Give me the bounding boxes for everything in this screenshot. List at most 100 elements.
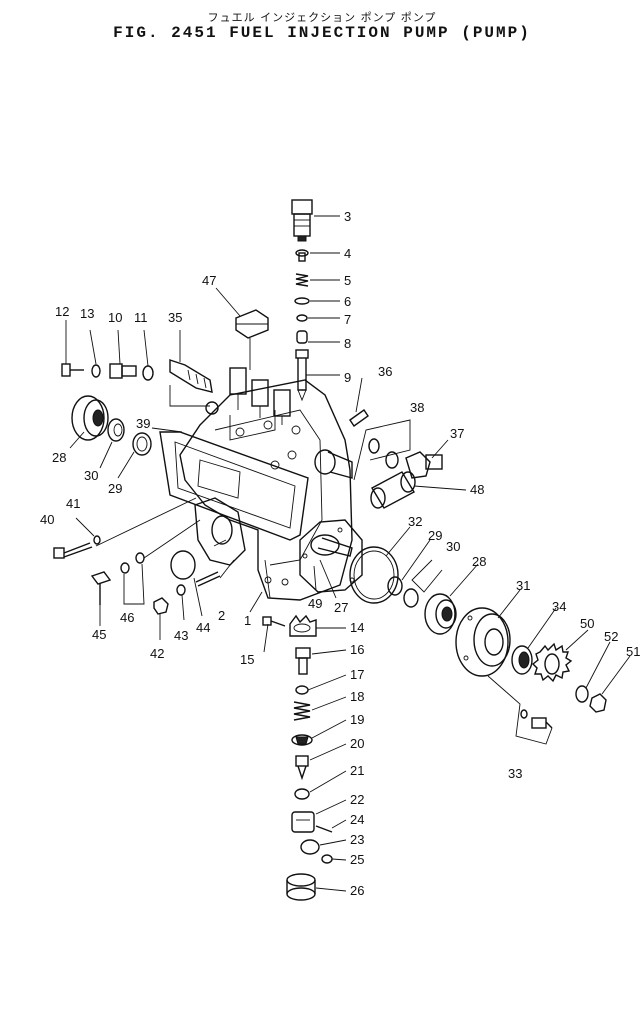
callout-8: 8 bbox=[344, 336, 351, 351]
gear-sleeve-14 bbox=[289, 614, 317, 637]
seal-29-right bbox=[387, 576, 403, 596]
washer-13 bbox=[91, 364, 101, 378]
callout-44: 44 bbox=[196, 620, 210, 635]
bolt-15 bbox=[262, 616, 286, 627]
collar-30-right bbox=[403, 588, 419, 608]
washer-17 bbox=[295, 685, 309, 695]
bolt-12 bbox=[61, 363, 84, 377]
bracket-47 bbox=[235, 309, 269, 370]
callout-labels: 1 2 3 4 5 6 7 8 9 10 11 12 13 14 15 16 1… bbox=[40, 209, 640, 898]
washers-38 bbox=[368, 438, 399, 469]
callout-26: 26 bbox=[350, 883, 364, 898]
callout-28-left: 28 bbox=[52, 450, 66, 465]
shim-21 bbox=[294, 788, 310, 800]
callout-50: 50 bbox=[580, 616, 594, 631]
bearing-28-right bbox=[424, 593, 457, 635]
callout-17: 17 bbox=[350, 667, 364, 682]
callout-37: 37 bbox=[450, 426, 464, 441]
nut-51 bbox=[589, 693, 607, 713]
callout-2: 2 bbox=[218, 608, 225, 623]
callout-32: 32 bbox=[408, 514, 422, 529]
side-cover-gasket bbox=[159, 431, 309, 541]
nut-on-housing bbox=[205, 401, 219, 415]
callout-22: 22 bbox=[350, 792, 364, 807]
callout-27: 27 bbox=[334, 600, 348, 615]
callout-51: 51 bbox=[626, 644, 640, 659]
callout-5: 5 bbox=[344, 273, 351, 288]
callout-36: 36 bbox=[378, 364, 392, 379]
bolt-36 bbox=[349, 409, 369, 427]
callout-14: 14 bbox=[350, 620, 364, 635]
callout-23: 23 bbox=[350, 832, 364, 847]
callout-47: 47 bbox=[202, 273, 216, 288]
callout-18: 18 bbox=[350, 689, 364, 704]
callout-45: 45 bbox=[92, 627, 106, 642]
callout-1: 1 bbox=[244, 613, 251, 628]
callout-6: 6 bbox=[344, 294, 351, 309]
callout-46: 46 bbox=[120, 610, 134, 625]
callout-15: 15 bbox=[240, 652, 254, 667]
bearing-28-left bbox=[71, 395, 109, 441]
bearing-housing-31 bbox=[455, 607, 511, 677]
callout-12: 12 bbox=[55, 304, 69, 319]
title-japanese: フュエル インジェクション ポンプ ポンプ bbox=[207, 11, 437, 24]
callout-31: 31 bbox=[516, 578, 530, 593]
callout-29-left: 29 bbox=[108, 481, 122, 496]
callout-10: 10 bbox=[108, 310, 122, 325]
plunger-barrel-9 bbox=[295, 349, 309, 402]
figure-title: FIG. 2451 FUEL INJECTION PUMP (PUMP) bbox=[113, 24, 531, 42]
leader-bracket-35 bbox=[169, 385, 210, 407]
callout-48: 48 bbox=[470, 482, 484, 497]
washer-7 bbox=[296, 314, 308, 322]
o-ring-44 bbox=[170, 550, 196, 580]
stud-2 bbox=[195, 571, 221, 587]
callout-7: 7 bbox=[344, 312, 351, 327]
callout-11: 11 bbox=[134, 310, 148, 325]
leader-lines bbox=[65, 215, 631, 892]
bearing-34 bbox=[511, 645, 533, 675]
bolt-40 bbox=[53, 542, 93, 559]
valve-part-4 bbox=[295, 249, 309, 262]
eye-bolt-10 bbox=[109, 363, 137, 379]
callout-28-right: 28 bbox=[472, 554, 486, 569]
sleeve-48 bbox=[370, 471, 416, 509]
washer-25 bbox=[321, 854, 333, 864]
front-flange-plate bbox=[299, 519, 363, 593]
callout-25: 25 bbox=[350, 852, 364, 867]
collar-30-left bbox=[107, 418, 125, 442]
plug-26 bbox=[286, 873, 316, 901]
bolt-33 bbox=[520, 709, 553, 729]
callout-20: 20 bbox=[350, 736, 364, 751]
delivery-holders bbox=[229, 367, 291, 425]
callout-30-left: 30 bbox=[84, 468, 98, 483]
callout-40: 40 bbox=[40, 512, 54, 527]
plunger-16 bbox=[295, 647, 311, 675]
pin-24 bbox=[315, 825, 333, 833]
roller-23 bbox=[300, 839, 320, 855]
callout-43: 43 bbox=[174, 628, 188, 643]
pipe-clamp-35 bbox=[169, 359, 213, 393]
washers-46 bbox=[120, 552, 145, 574]
callout-9: 9 bbox=[344, 370, 351, 385]
callout-13: 13 bbox=[80, 306, 94, 321]
callout-29-right: 29 bbox=[428, 528, 442, 543]
plug-bolt-37 bbox=[405, 451, 443, 479]
callout-52: 52 bbox=[604, 629, 618, 644]
callout-4: 4 bbox=[344, 246, 351, 261]
inspection-plate bbox=[194, 497, 246, 566]
callout-16: 16 bbox=[350, 642, 364, 657]
gear-50 bbox=[531, 642, 573, 683]
spring-seat-19 bbox=[291, 734, 313, 746]
callout-42: 42 bbox=[150, 646, 164, 661]
washer-52 bbox=[575, 685, 589, 703]
tappet-20 bbox=[295, 755, 309, 781]
seal-29-left bbox=[132, 432, 152, 456]
nut-42 bbox=[153, 597, 169, 615]
callout-34: 34 bbox=[552, 599, 566, 614]
callout-49: 49 bbox=[308, 596, 322, 611]
callout-19: 19 bbox=[350, 712, 364, 727]
spring-5 bbox=[295, 273, 309, 287]
shaft-housing-boss bbox=[314, 449, 353, 479]
spring-18 bbox=[293, 701, 311, 721]
